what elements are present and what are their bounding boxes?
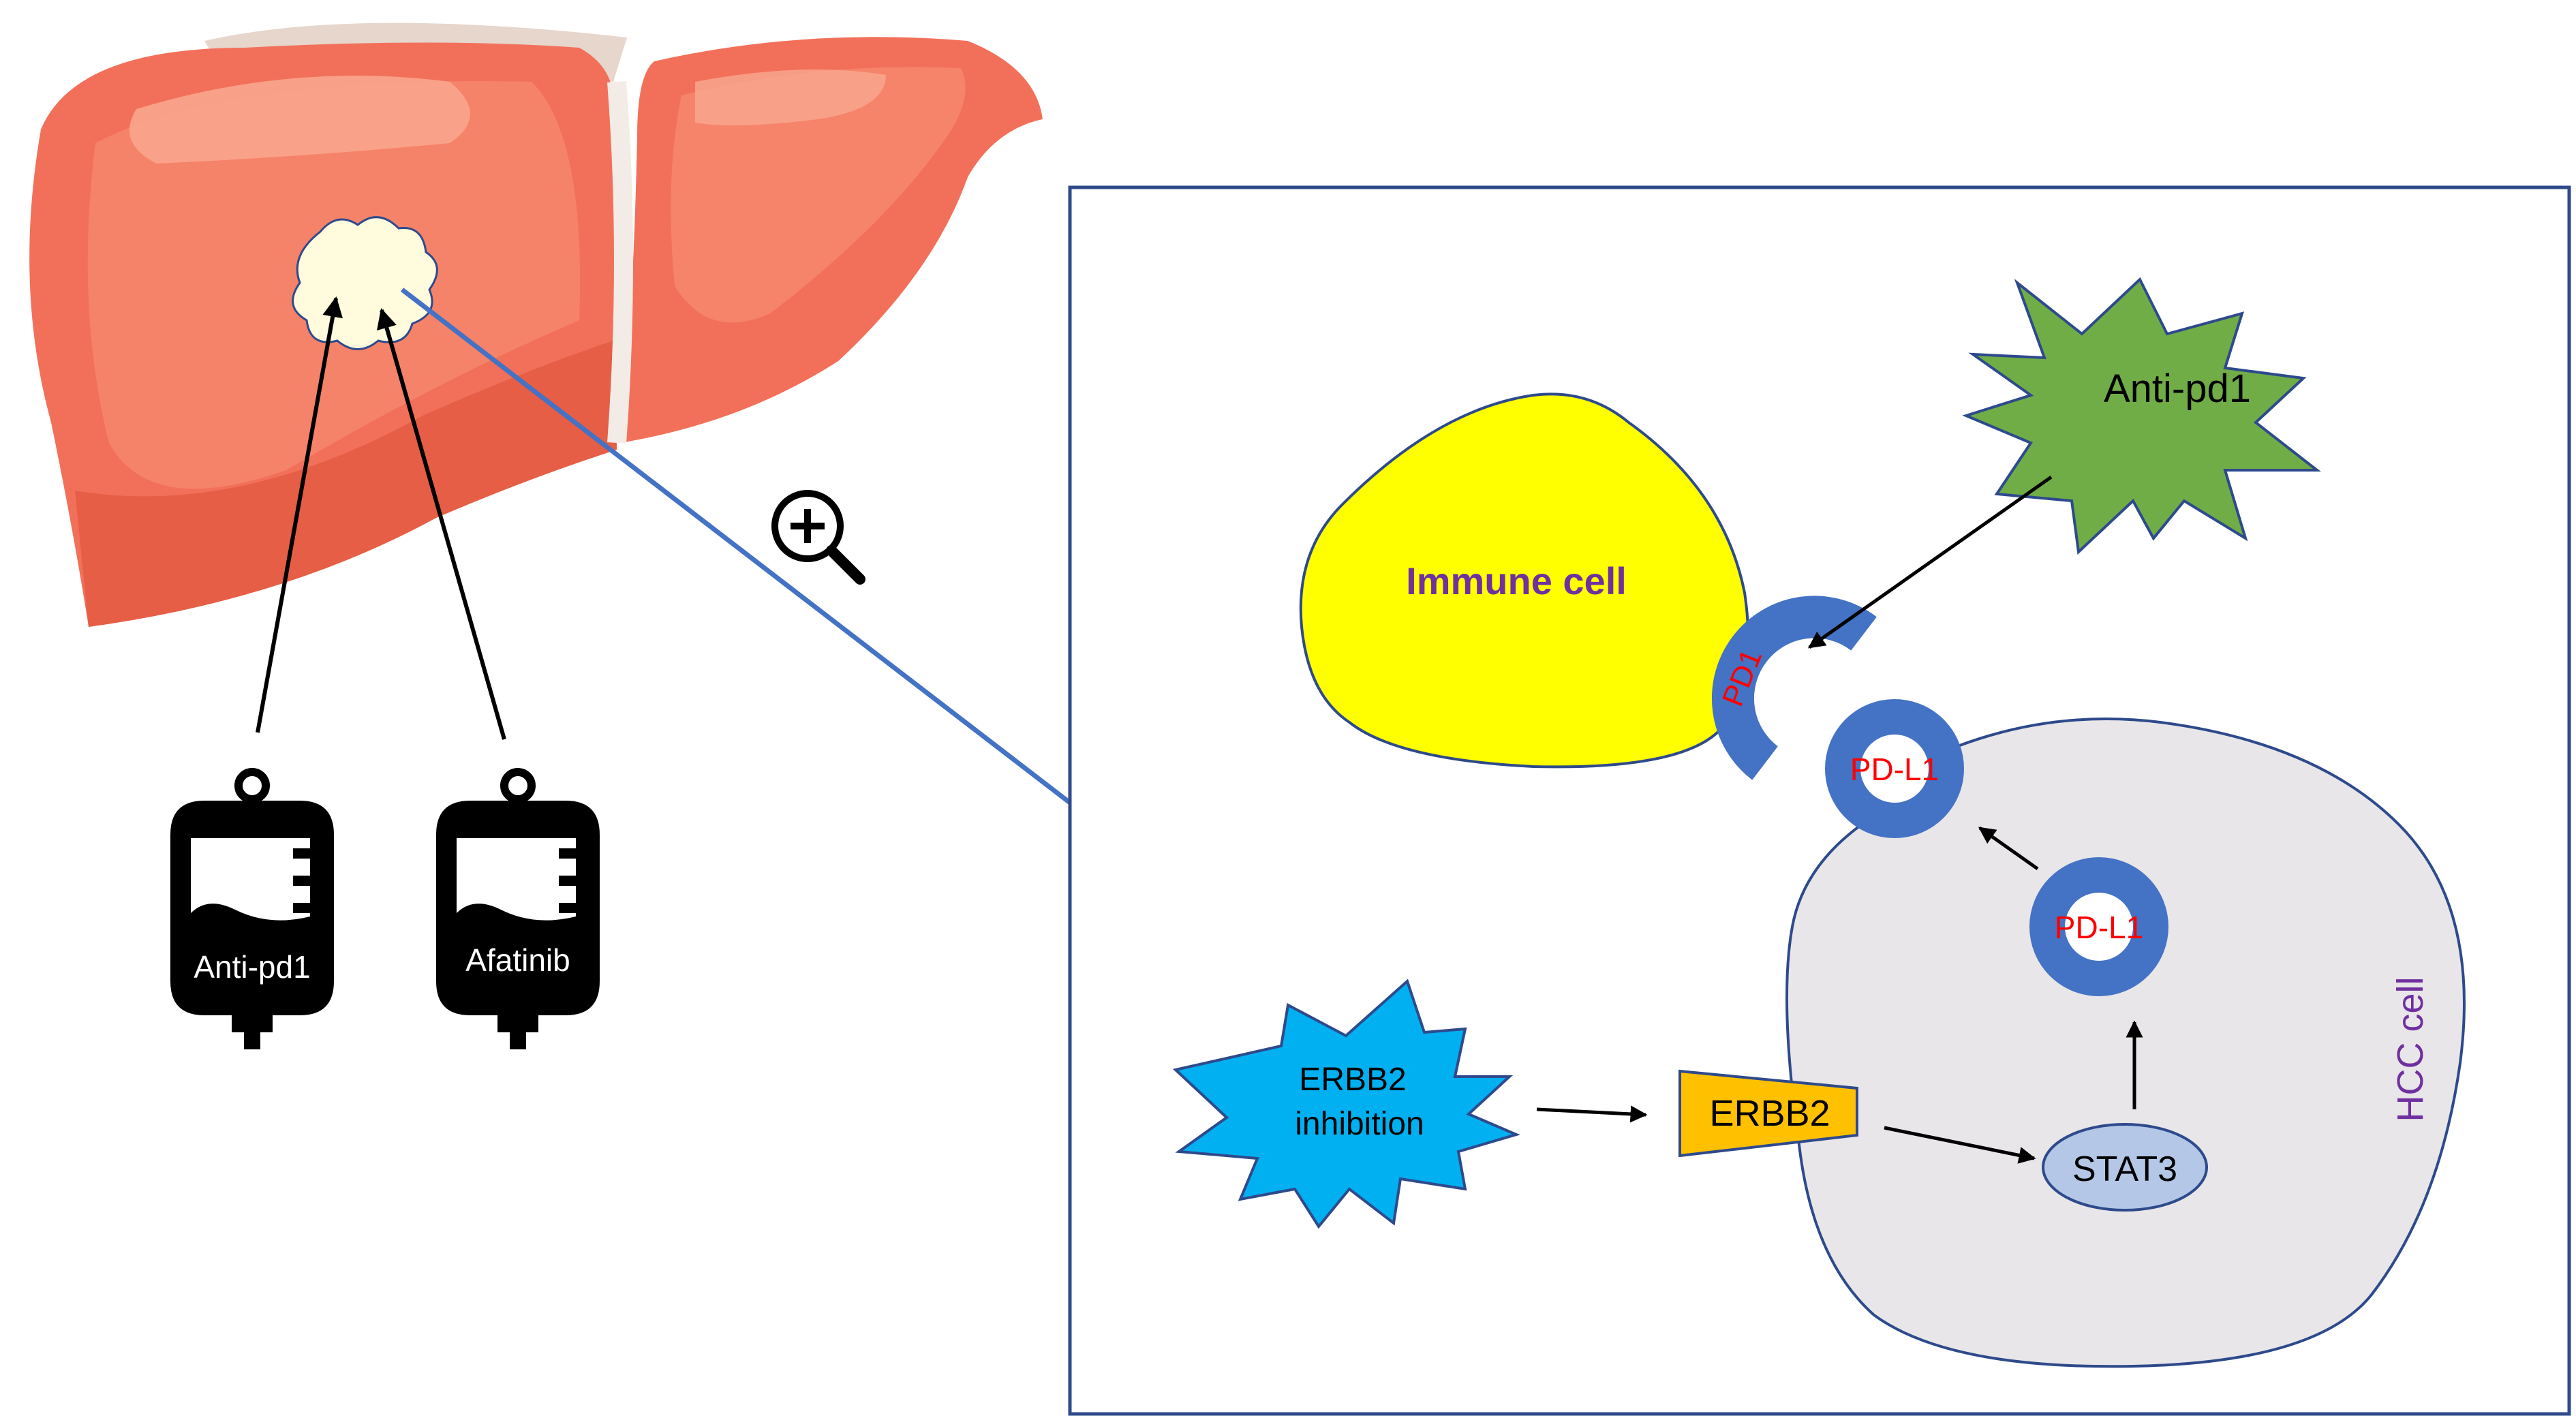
anti-pd1-star-label: Anti-pd1	[2104, 367, 2251, 411]
immune-cell	[1299, 392, 1749, 769]
erbb2-to-stat3-arrow	[1884, 1126, 2036, 1164]
zoom-in-magnifier-icon	[771, 490, 865, 585]
anti-pd1-delivery-arrow	[256, 296, 343, 733]
pd1-receptor	[1712, 596, 1877, 780]
anti-pd1-star	[1962, 277, 2321, 555]
pd-l1-membrane-ring	[1825, 699, 1964, 838]
stat3-node	[2042, 1123, 2208, 1212]
hcc-cell	[1785, 718, 2466, 1368]
pd-l1-internal-ring	[2029, 857, 2168, 996]
iv-bag-right-label: Afatinib	[465, 942, 570, 978]
pd-l1-translocation-arrow	[1978, 826, 2039, 871]
erbb2-inhibition-star	[1172, 978, 1520, 1229]
stat3-label: STAT3	[2072, 1150, 2177, 1189]
erbb2-inhibition-label-line2: inhibition	[1295, 1106, 1424, 1142]
inhibition-to-erbb2-arrow	[1536, 1105, 1648, 1123]
iv-bag-left-label: Anti-pd1	[194, 949, 310, 985]
liver-illustration	[29, 22, 1043, 627]
iv-bag-icon	[436, 768, 600, 1049]
afatinib-delivery-arrow	[376, 308, 506, 740]
pd-l1-internal-label: PD-L1	[2055, 910, 2143, 945]
iv-bag-icon	[170, 768, 334, 1049]
anti-pd1-to-pd1-arrow	[1807, 475, 2053, 649]
zoom-connector-line	[400, 288, 1072, 805]
erbb2-receptor-box	[1678, 1069, 1858, 1158]
immune-cell-label: Immune cell	[1406, 559, 1627, 602]
erbb2-label: ERBB2	[1709, 1093, 1830, 1134]
erbb2-inhibition-label-line1: ERBB2	[1299, 1062, 1406, 1098]
zoom-detail-frame	[1068, 185, 2571, 1416]
hcc-cell-label: HCC cell	[2390, 976, 2431, 1122]
pd-l1-membrane-label: PD-L1	[1850, 752, 1939, 787]
